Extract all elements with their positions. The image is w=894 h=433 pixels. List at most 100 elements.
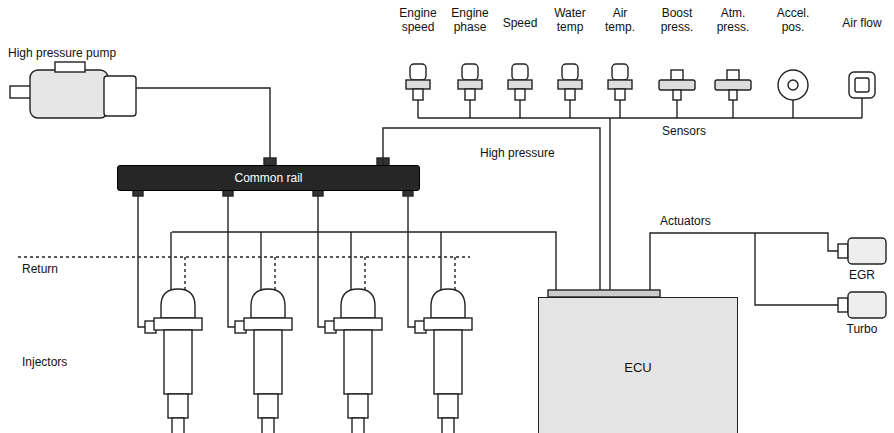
injector-head [251,289,285,318]
sensor-cap [727,70,739,80]
sensor-cap [562,64,578,80]
sensor-nut [508,80,532,89]
sensor-symbol [508,64,532,118]
sensor-name: Air temp. [598,6,642,34]
injector-collar [424,318,472,330]
sensor-symbol [558,64,582,118]
turbo-wire [755,233,838,305]
sensor-body [715,80,751,90]
sensor-lead [417,100,418,118]
sensor-name: Engine phase [445,6,495,34]
sensor-lead [619,100,620,118]
sensor-lead [569,100,570,118]
node-label: Common rail [234,171,302,185]
signal-line [383,128,600,290]
sensor-bus [418,117,862,118]
sensor-name: Engine speed [393,6,443,34]
actuator-name: Turbo [834,322,890,336]
sensor-name: Speed [495,16,545,30]
pump-body [30,70,108,118]
sensor-stem [673,90,681,100]
injector-tip [172,418,184,433]
injector-tip [442,418,454,433]
egr-actuator [848,238,886,264]
pump-top [55,62,85,72]
pump-shaft [10,86,32,98]
sensor-nut [608,80,632,89]
injector-tip [352,418,364,433]
injector-body [164,330,192,394]
line-label: Return [22,262,58,276]
actuator-name: EGR [837,268,887,282]
injector-return [364,257,365,293]
sensor-cap [612,64,628,80]
sensor-stem [615,89,625,100]
pedal-sensor-hub [788,80,798,90]
injector-body [254,330,282,394]
line-label: High pressure [480,146,555,160]
sensor-name: Air flow [831,16,893,30]
sensor-symbol [608,64,632,118]
part-name: High pressure pump [8,46,116,60]
injector-return [454,257,455,293]
injector [223,190,292,433]
sensor-cap [671,70,683,80]
sensor-symbol [406,64,430,118]
sensor-body [659,80,695,90]
injector-head [161,289,195,318]
sensor-symbol [849,72,875,118]
injector-collar [154,318,202,330]
injector-return [274,257,275,293]
sensor-nut [458,80,482,89]
injector-body [344,330,372,394]
common-rail: Common rail [117,165,420,191]
airflow-sensor-core [855,78,869,92]
injector [403,190,472,433]
injectors [133,190,472,433]
sensor-lead [469,100,470,118]
sensor-cap [512,64,528,80]
injector-nozzle [348,394,368,418]
injector-feed [318,190,326,327]
sensor-symbol [458,64,482,118]
group-label: Actuators [660,214,711,228]
return-line [18,256,470,257]
injector-wire [172,232,556,290]
pedal-sensor [778,70,808,100]
sensor-stem [565,89,575,100]
sensor-symbol [659,70,695,118]
injector-feed [408,190,416,327]
turbo-actuator [848,292,886,318]
sensor-cap [410,64,426,80]
injector-return [184,257,185,293]
sensor-symbol [778,70,808,118]
injector-head [341,289,375,318]
injector-feed [138,190,146,327]
sensor-lead [792,100,793,118]
injector-nozzle [438,394,458,418]
pump-cylinder [104,76,136,116]
sensor-name: Water temp [548,6,592,34]
injector-collar [334,318,382,330]
sensor-lead [676,100,677,118]
egr-wire [650,233,838,290]
injector-collar [244,318,292,330]
injector-head [431,289,465,318]
ecu-sensor-wire [609,118,610,290]
sensor-lead [861,100,862,118]
injector-body [434,330,462,394]
injector-tip [262,418,274,433]
sensor-lead [861,98,862,100]
injector-wire-drop [440,232,441,293]
injector [133,190,202,433]
turbo-flange [838,298,848,312]
injector-wire-drop [260,232,261,293]
sensor-stem [729,90,737,100]
group-label: Injectors [22,355,67,369]
airflow-sensor [849,72,875,98]
injector-nozzle [168,394,188,418]
node-label: ECU [624,360,651,375]
